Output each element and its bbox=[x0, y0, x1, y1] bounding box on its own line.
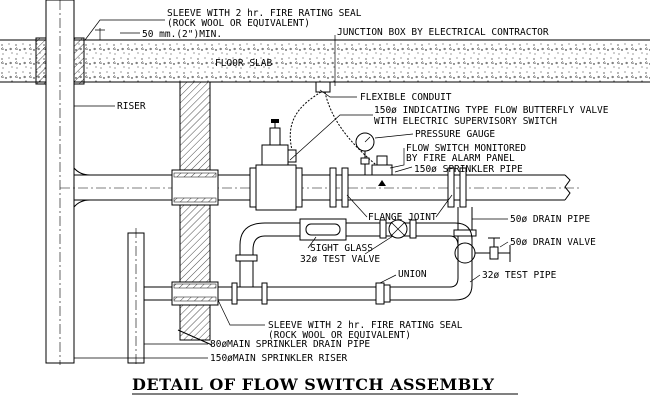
leader-lines bbox=[74, 19, 509, 359]
wall-column bbox=[177, 81, 213, 346]
label-butterfly-valve-1: 150ø INDICATING TYPE FLOW BUTTERFLY VALV… bbox=[374, 105, 609, 116]
label-test-valve: 32ø TEST VALVE bbox=[300, 254, 380, 265]
label-drain-valve: 50ø DRAIN VALVE bbox=[510, 237, 596, 248]
label-pressure-gauge: PRESSURE GAUGE bbox=[415, 129, 495, 140]
label-junction-box: JUNCTION BOX BY ELECTRICAL CONTRACTOR bbox=[337, 27, 549, 38]
butterfly-valve bbox=[255, 119, 297, 211]
label-sleeve-bottom-1: SLEEVE WITH 2 hr. FIRE RATING SEAL bbox=[268, 320, 463, 331]
label-test-pipe: 32ø TEST PIPE bbox=[482, 270, 557, 281]
riser-pipe bbox=[35, 0, 85, 365]
label-flexible-conduit: FLEXIBLE CONDUIT bbox=[360, 92, 452, 103]
label-sprinkler-pipe: 150ø SPRINKLER PIPE bbox=[414, 164, 523, 175]
flow-switch bbox=[371, 155, 393, 186]
label-flange-joint: FLANGE JOINT bbox=[368, 212, 437, 223]
diagram-title: DETAIL OF FLOW SWITCH ASSEMBLY bbox=[132, 375, 494, 394]
label-floor-slab: FLOOR SLAB bbox=[215, 58, 272, 69]
label-union: UNION bbox=[398, 269, 427, 280]
floor-slab bbox=[0, 39, 650, 83]
main-drain-pipe bbox=[127, 228, 268, 365]
pressure-gauge bbox=[355, 132, 375, 175]
label-drain-pipe: 50ø DRAIN PIPE bbox=[510, 214, 590, 225]
label-riser: RISER bbox=[117, 101, 146, 112]
label-sleeve-top-1: SLEEVE WITH 2 hr. FIRE RATING SEAL bbox=[167, 8, 362, 19]
label-main-drain: 80øMAIN SPRINKLER DRAIN PIPE bbox=[210, 339, 370, 350]
label-flow-switch-2: BY FIRE ALARM PANEL bbox=[406, 153, 515, 164]
label-min-50: 50 mm.(2")MIN. bbox=[142, 29, 222, 40]
label-sight-glass: SIGHT GLASS bbox=[310, 243, 373, 254]
label-sleeve-bottom-2: (ROCK WOOL OR EQUIVALENT) bbox=[268, 330, 411, 341]
label-butterfly-valve-2: WITH ELECTRIC SUPERVISORY SWITCH bbox=[374, 116, 557, 127]
label-sleeve-top-2: (ROCK WOOL OR EQUIVALENT) bbox=[167, 18, 310, 29]
sprinkler-pipe-main bbox=[60, 167, 580, 208]
drain-pipe-branch bbox=[453, 207, 511, 272]
test-pipe-loop bbox=[235, 218, 473, 305]
label-main-riser: 150øMAIN SPRINKLER RISER bbox=[210, 353, 348, 364]
label-flow-switch-1: FLOW SWITCH MONITORED bbox=[406, 143, 526, 154]
